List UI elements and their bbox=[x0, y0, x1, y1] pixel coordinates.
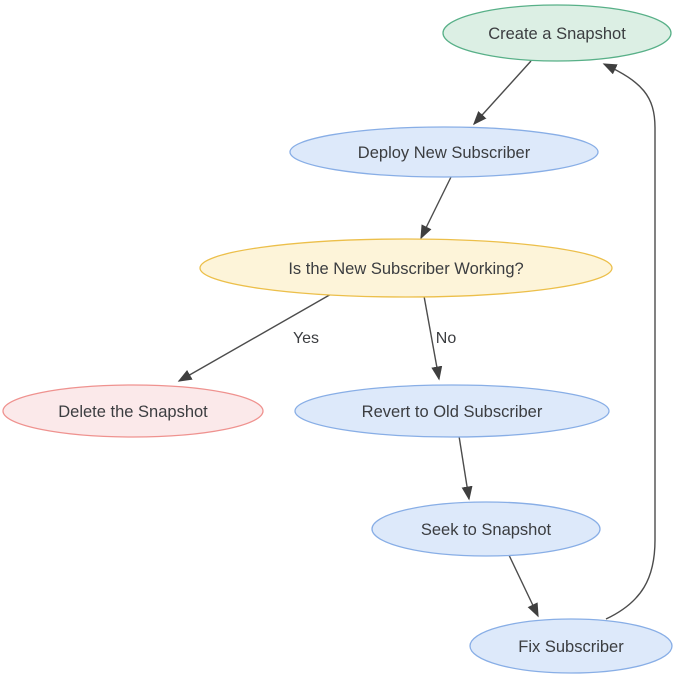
node-create-a-snapshot-label: Create a Snapshot bbox=[488, 25, 626, 43]
node-delete-the-snapshot: Delete the Snapshot bbox=[2, 384, 264, 438]
node-fix-subscriber: Fix Subscriber bbox=[469, 618, 673, 674]
edge-create-to-deploy bbox=[472, 60, 532, 126]
edge-deploy-to-working bbox=[420, 176, 452, 240]
edge-label-yes: Yes bbox=[293, 330, 319, 347]
node-fix-subscriber-shape bbox=[469, 618, 673, 674]
edge-labels-layer: Yes No bbox=[291, 328, 458, 349]
node-deploy-new-subscriber-label: Deploy New Subscriber bbox=[358, 144, 531, 162]
edge-fix-to-create-feedback bbox=[602, 63, 656, 620]
edge-working-to-revert-no bbox=[423, 295, 443, 381]
node-deploy-new-subscriber: Deploy New Subscriber bbox=[289, 126, 599, 178]
edge-working-to-delete-yes bbox=[177, 292, 334, 382]
node-create-a-snapshot-shape bbox=[442, 4, 672, 62]
node-revert-to-old-subscriber: Revert to Old Subscriber bbox=[294, 384, 610, 438]
edge-revert-to-seek bbox=[458, 435, 473, 501]
node-is-the-new-subscriber-working: Is the New Subscriber Working? bbox=[199, 238, 613, 298]
node-is-the-new-subscriber-working-shape bbox=[199, 238, 613, 298]
node-create-a-snapshot: Create a Snapshot bbox=[442, 4, 672, 62]
edge-seek-to-fix bbox=[507, 552, 539, 618]
node-seek-to-snapshot-label: Seek to Snapshot bbox=[421, 521, 552, 539]
node-seek-to-snapshot-shape bbox=[371, 501, 601, 557]
node-delete-the-snapshot-label: Delete the Snapshot bbox=[58, 403, 208, 421]
node-delete-the-snapshot-shape bbox=[2, 384, 264, 438]
nodes-layer: Create a Snapshot Deploy New Subscriber … bbox=[2, 4, 673, 674]
edge-label-no: No bbox=[436, 330, 457, 347]
node-revert-to-old-subscriber-label: Revert to Old Subscriber bbox=[362, 403, 543, 421]
node-seek-to-snapshot: Seek to Snapshot bbox=[371, 501, 601, 557]
node-fix-subscriber-label: Fix Subscriber bbox=[518, 638, 624, 656]
node-is-the-new-subscriber-working-label: Is the New Subscriber Working? bbox=[288, 260, 523, 278]
edges-layer bbox=[177, 60, 656, 620]
node-deploy-new-subscriber-shape bbox=[289, 126, 599, 178]
node-revert-to-old-subscriber-shape bbox=[294, 384, 610, 438]
